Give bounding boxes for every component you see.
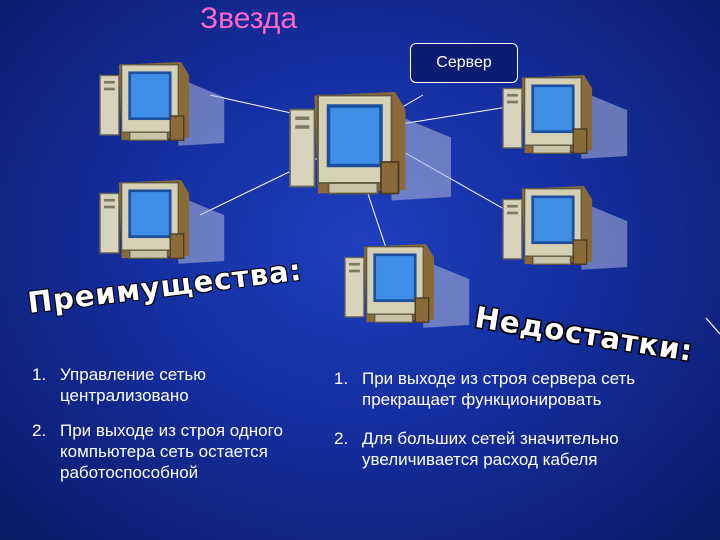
- decorative-line: [705, 317, 720, 335]
- workstation-computer-icon: [344, 243, 470, 329]
- server-callout: Сервер: [410, 43, 518, 83]
- item-number: 1.: [334, 369, 349, 388]
- list-item: 1. При выходе из строя сервера сеть прек…: [334, 368, 704, 410]
- workstation-computer-icon: [502, 185, 628, 271]
- item-number: 1.: [32, 365, 47, 384]
- list-item: 2. Для больших сетей значительно увеличи…: [334, 428, 704, 470]
- item-number: 2.: [334, 429, 349, 448]
- list-item: 2. При выходе из строя одного компьютера…: [32, 420, 292, 483]
- advantages-list: 1. Управление сетью централизовано 2. Пр…: [32, 364, 292, 497]
- workstation-computer-icon: [502, 74, 628, 160]
- item-text: При выходе из строя сервера сеть прекращ…: [362, 369, 636, 409]
- slide-title: Звезда: [200, 2, 298, 35]
- item-number: 2.: [32, 421, 47, 440]
- server-computer-icon: [289, 91, 452, 202]
- workstation-computer-icon: [99, 61, 225, 147]
- workstation-computer-icon: [99, 179, 225, 265]
- item-text: Управление сетью централизовано: [60, 365, 207, 405]
- list-item: 1. Управление сетью централизовано: [32, 364, 292, 406]
- item-text: При выходе из строя одного компьютера се…: [60, 421, 283, 482]
- disadvantages-list: 1. При выходе из строя сервера сеть прек…: [334, 368, 704, 488]
- item-text: Для больших сетей значительно увеличивае…: [362, 429, 619, 469]
